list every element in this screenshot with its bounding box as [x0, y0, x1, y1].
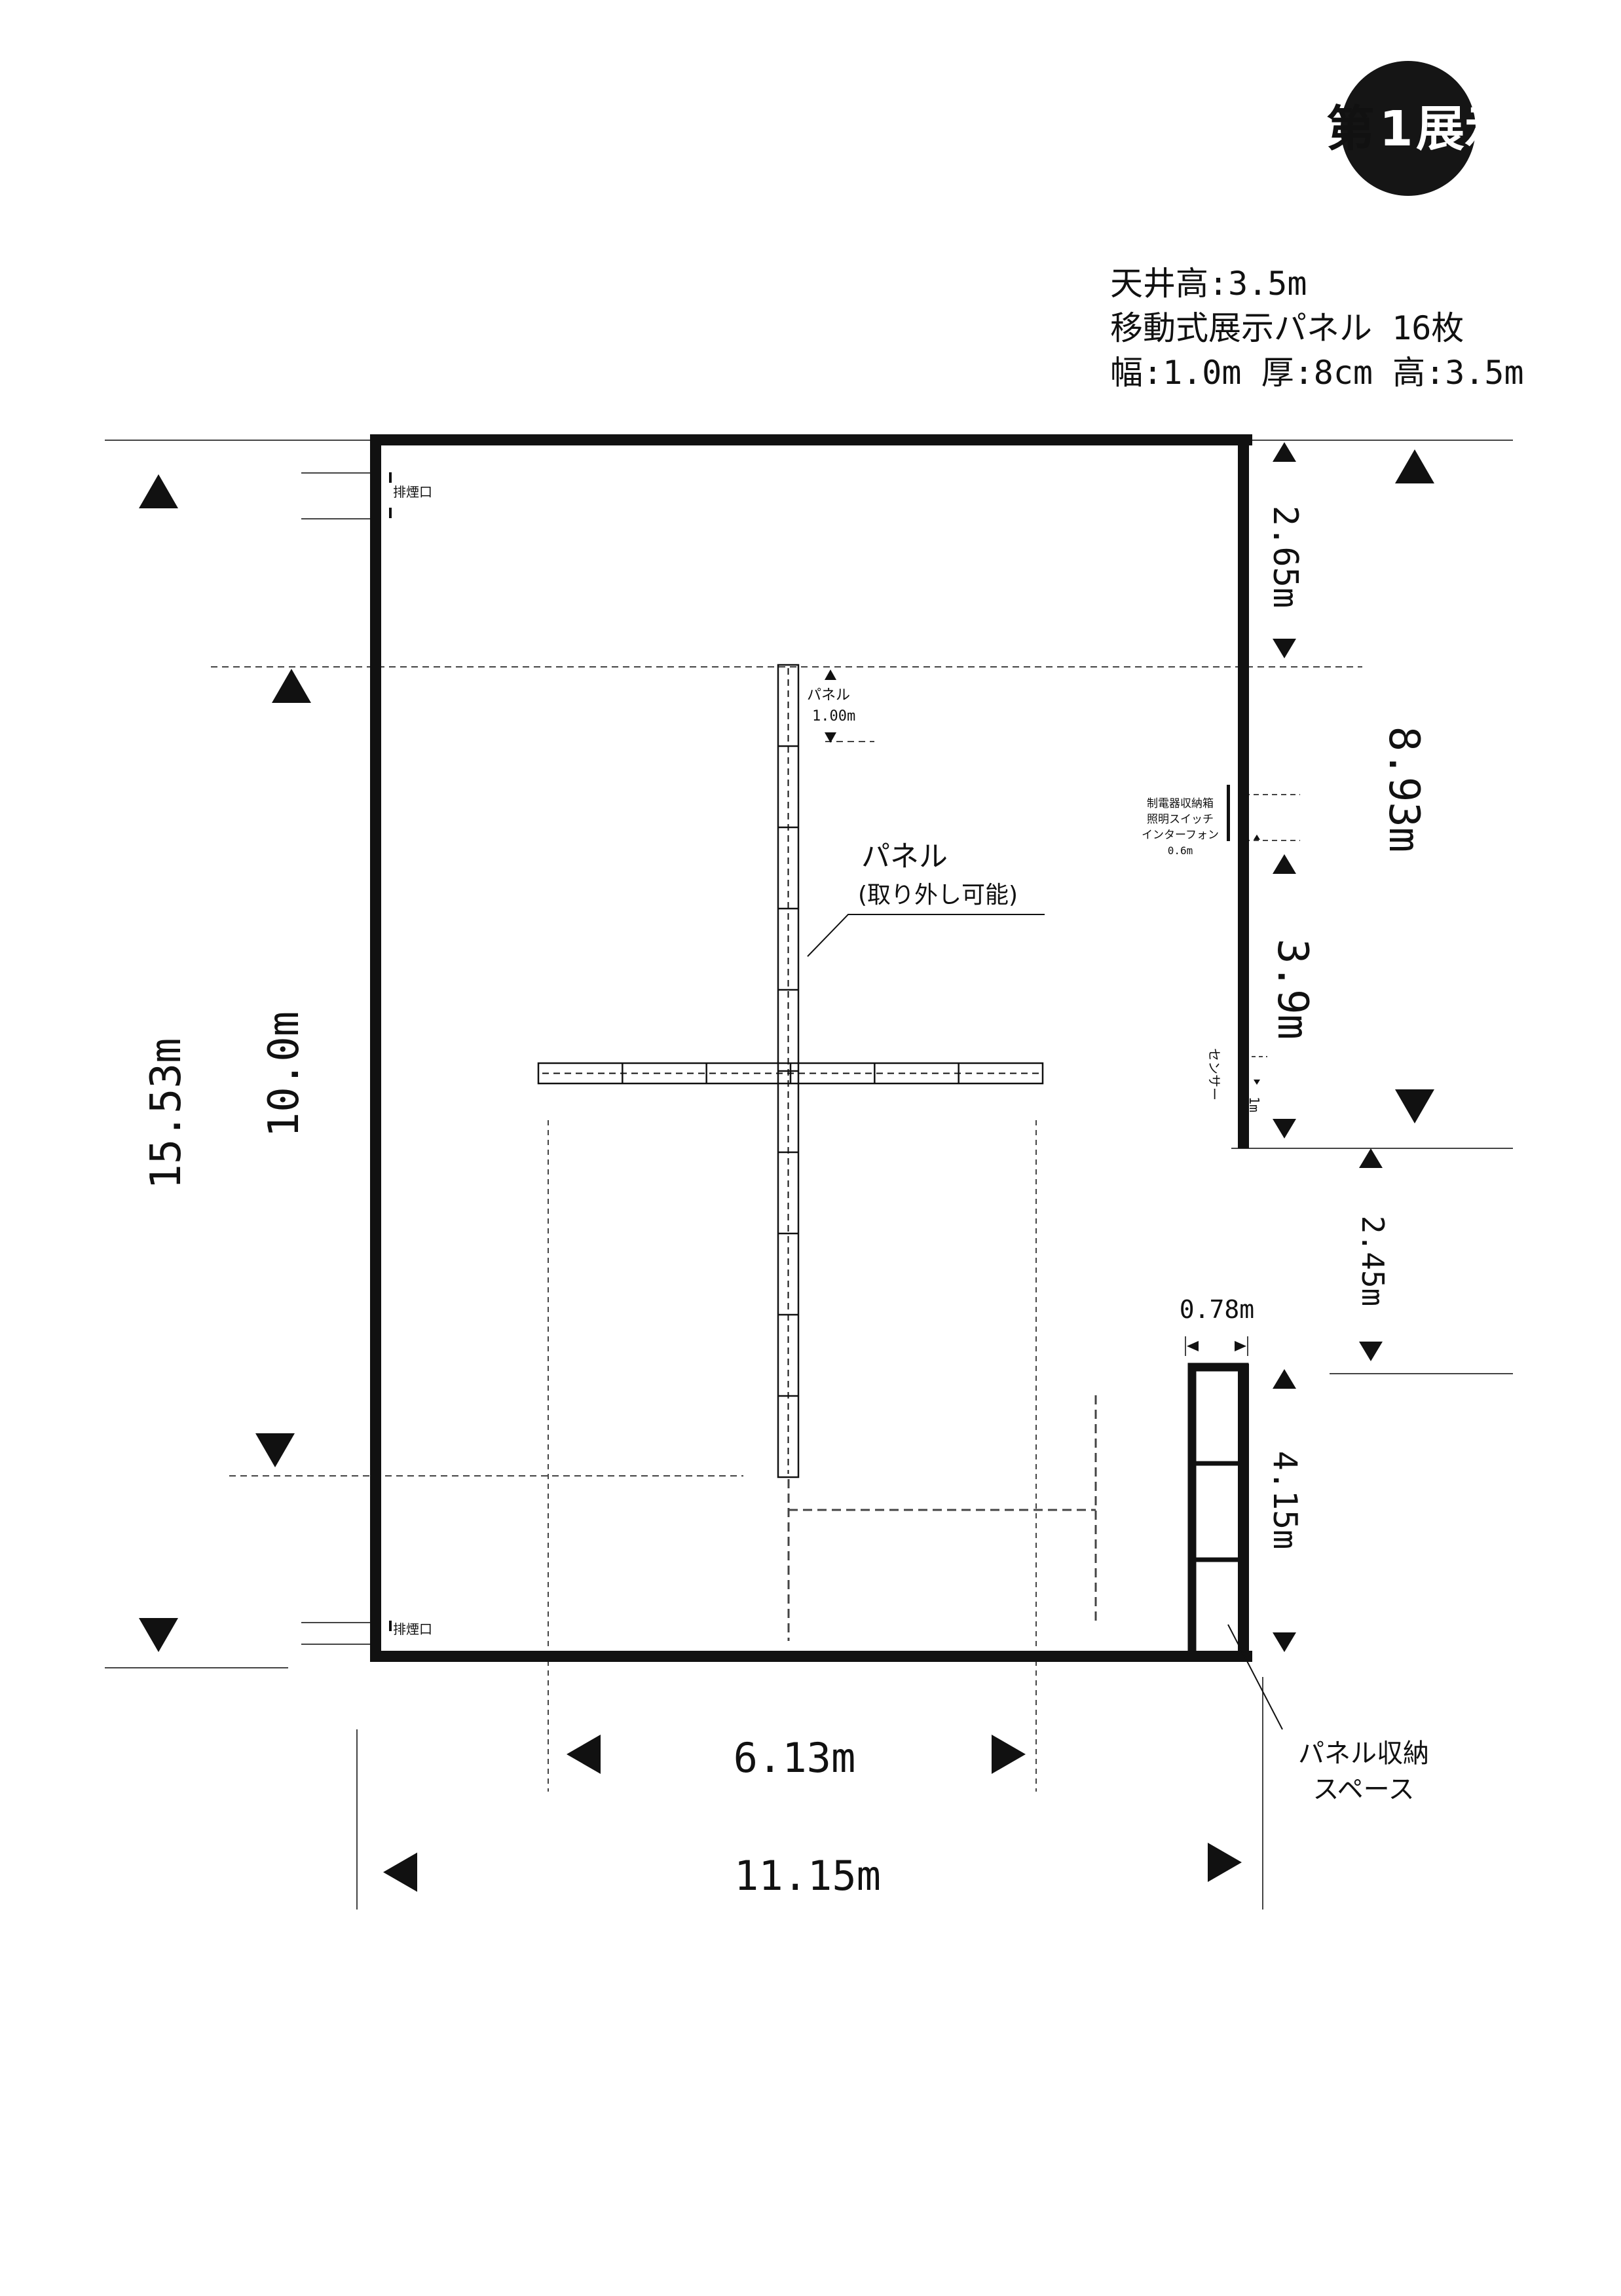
- panel-size: 幅:1.0m 厚:8cm 高:3.5m: [1110, 354, 1524, 392]
- wall-right-upper: [1238, 434, 1249, 1148]
- dim-right-mid: 3.9m: [1268, 939, 1316, 1040]
- arrow-down-door-gap: [1359, 1342, 1383, 1361]
- smoke-vent-bottom-label: 排煙口: [393, 1621, 432, 1637]
- equipment-line-3: インターフォン: [1142, 829, 1219, 842]
- arrow-up-right-total: [1395, 449, 1434, 483]
- title-suffix: 展示室: [1416, 101, 1561, 157]
- arrow-right-storage-width: [1235, 1341, 1246, 1351]
- arrow-down-storage: [1273, 1632, 1296, 1652]
- arrow-down-top-right: [1273, 639, 1296, 658]
- title-prefix: 第: [1326, 101, 1375, 157]
- dim-door-gap: 2.45m: [1355, 1216, 1390, 1306]
- title-number: 1: [1379, 101, 1413, 157]
- arrow-down-panel-unit: [825, 732, 836, 743]
- arrow-up-storage: [1273, 1369, 1296, 1389]
- wall-left: [370, 434, 381, 1661]
- panel-unit-label: パネル: [807, 687, 850, 704]
- panel-count: 移動式展示パネル 16枚: [1110, 309, 1464, 347]
- small-labels: 排煙口 排煙口 パネル 1.00m パネル (取り外し可能) 制電器収納箱 照明…: [393, 484, 1429, 1805]
- equipment-marks: [1227, 785, 1244, 1063]
- arrow-down-sensor: [1254, 1080, 1260, 1085]
- title-badge: [1341, 61, 1476, 196]
- removable-panels: [537, 664, 1044, 1478]
- dim-total-depth: 15.53m: [142, 1038, 191, 1189]
- wall-bottom: [370, 1651, 1252, 1662]
- vent-ticks: [389, 472, 392, 1631]
- dim-center-width: 6.13m: [734, 1734, 856, 1782]
- panel-storage: [1187, 1363, 1283, 1730]
- panel-leader: [807, 914, 1045, 957]
- dimension-arrows: [139, 442, 1434, 1892]
- walls: [370, 434, 1252, 1662]
- dim-storage-width: 0.78m: [1180, 1295, 1254, 1324]
- arrow-left-center-width: [567, 1735, 601, 1774]
- guide-lines: [105, 440, 1513, 1910]
- storage-leader: [1227, 1624, 1283, 1730]
- arrow-down-total-depth: [139, 1618, 178, 1652]
- arrow-up-door-gap: [1359, 1148, 1383, 1168]
- dim-top-right: 2.65m: [1265, 506, 1305, 609]
- arrow-down-right-mid: [1273, 1119, 1296, 1139]
- arrow-left-total-width: [383, 1853, 417, 1892]
- arrow-right-total-width: [1208, 1843, 1242, 1882]
- sensor-offset: 1m: [1246, 1097, 1262, 1112]
- arrow-down-inner-depth: [255, 1433, 295, 1467]
- equipment-line-2: 照明スイッチ: [1147, 813, 1214, 826]
- panel-unit-size: 1.00m: [812, 708, 855, 725]
- room-title: 第 1 展示室: [1326, 61, 1561, 196]
- equipment-bar: [1227, 785, 1230, 841]
- dim-inner-depth: 10.0m: [260, 1011, 308, 1138]
- equipment-line-1: 制電器収納箱: [1147, 797, 1214, 810]
- arrow-down-right-total: [1395, 1089, 1434, 1123]
- storage-label-2: スペース: [1313, 1775, 1414, 1805]
- sensor-label: センサー: [1206, 1048, 1222, 1101]
- panel-title: パネル: [861, 840, 948, 873]
- arrow-right-center-width: [992, 1735, 1026, 1774]
- arrow-up-top-right: [1273, 442, 1296, 462]
- panel-note: (取り外し可能): [858, 882, 1018, 909]
- wall-top: [370, 434, 1252, 445]
- arrow-up-total-depth: [139, 474, 178, 508]
- storage-frame: [1187, 1363, 1249, 1661]
- smoke-vent-top-label: 排煙口: [393, 484, 432, 500]
- storage-label-1: パネル収納: [1298, 1739, 1429, 1769]
- sensor-tick: [1242, 1052, 1244, 1063]
- arrow-left-storage-width: [1187, 1341, 1199, 1351]
- dim-total-width: 11.15m: [734, 1852, 881, 1900]
- dimension-labels: 15.53m 10.0m 2.65m 8.93m 3.9m 2.45m 0.78…: [142, 506, 1428, 1900]
- room-specs: 天井高:3.5m 移動式展示パネル 16枚 幅:1.0m 厚:8cm 高:3.5…: [1110, 265, 1524, 392]
- equipment-size: 0.6m: [1168, 844, 1193, 857]
- dim-right-total: 8.93m: [1379, 726, 1428, 853]
- storage-dividers: [1192, 1461, 1244, 1562]
- arrow-up-right-mid: [1273, 854, 1296, 874]
- ceiling-height: 天井高:3.5m: [1110, 265, 1307, 303]
- dim-storage-depth: 4.15m: [1266, 1451, 1304, 1550]
- arrow-up-equipment: [1254, 835, 1260, 840]
- arrow-up-inner-depth: [272, 669, 311, 703]
- arrow-up-panel-unit: [825, 669, 836, 680]
